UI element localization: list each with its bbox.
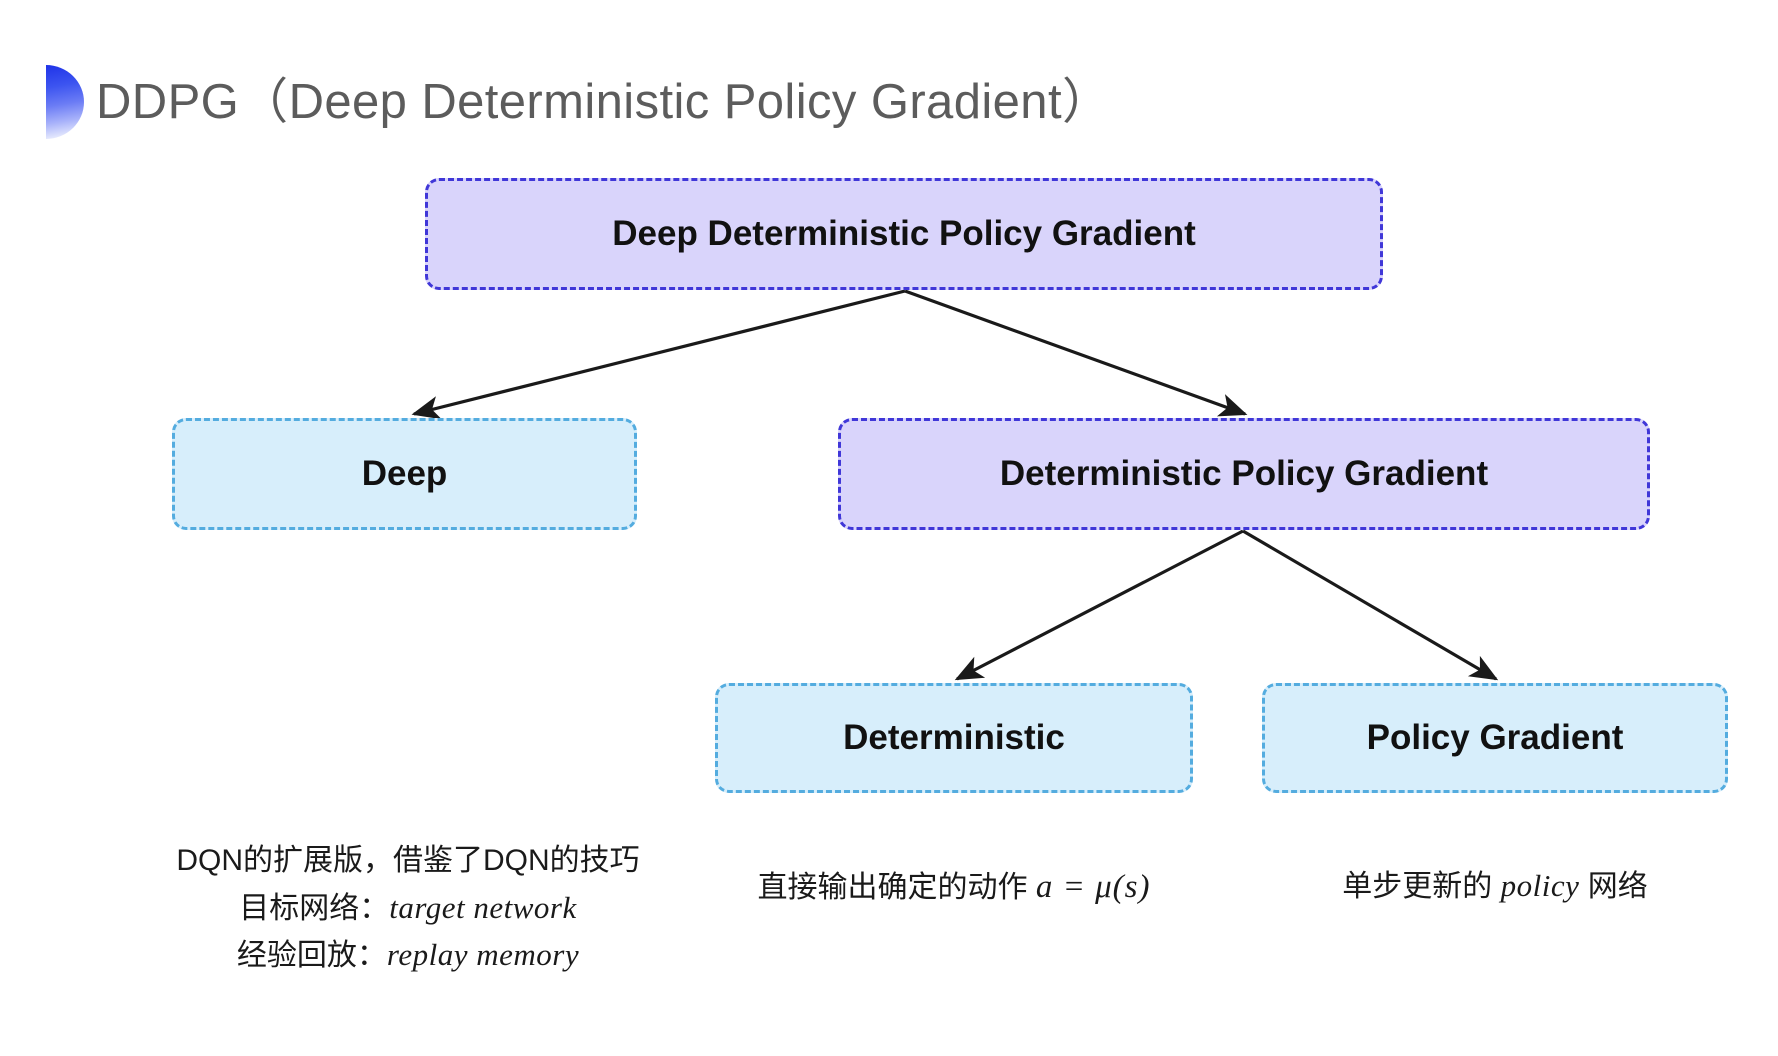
caption-deep-line3-label: 经验回放： (236, 939, 387, 973)
caption-deterministic-formula: a = μ(s) (1035, 869, 1151, 905)
caption-policy-gradient-line1: 单步更新的 (1342, 870, 1493, 903)
gradient-half-circle-icon (46, 65, 84, 139)
slide-title-row: DDPG（Deep Deterministic Policy Gradient） (46, 62, 1111, 142)
caption-deep: DQN的扩展版，借鉴了DQN的技巧 目标网络：target network 经验… (148, 838, 668, 979)
page-margin-bottom (0, 1022, 1778, 1056)
node-deep[interactable]: Deep (172, 418, 637, 530)
caption-deep-line2-term: target network (389, 889, 577, 925)
caption-policy-gradient: 单步更新的 policy 网络 (1262, 862, 1728, 910)
caption-policy-gradient-line2: policy 网络 (1500, 868, 1648, 903)
node-deterministic-policy-gradient[interactable]: Deterministic Policy Gradient (838, 418, 1650, 530)
caption-deterministic: 直接输出确定的动作 a = μ(s) (718, 862, 1190, 912)
caption-deep-line2-label: 目标网络： (239, 891, 390, 925)
caption-deep-line2: 目标网络：target network (148, 884, 668, 932)
caption-deep-line3: 经验回放：replay memory (148, 931, 668, 979)
caption-deep-line1: DQN的扩展版，借鉴了DQN的技巧 (176, 844, 640, 877)
node-policy-gradient[interactable]: Policy Gradient (1262, 683, 1728, 793)
node-deterministic[interactable]: Deterministic (715, 683, 1193, 793)
edge-dpg-to-deterministic (954, 529, 1244, 681)
page-margin-top (0, 0, 1778, 26)
caption-deep-line3-term: replay memory (386, 937, 580, 973)
edge-root-to-dpg (904, 289, 1248, 417)
page-margin-left (0, 0, 30, 1056)
node-deep-deterministic-policy-gradient[interactable]: Deep Deterministic Policy Gradient (425, 178, 1383, 290)
caption-policy-gradient-suffix: 网络 (1579, 870, 1648, 903)
page-margin-right (1748, 0, 1778, 1056)
edge-root-to-deep (411, 289, 906, 420)
caption-deterministic-line1: 直接输出确定的动作 (757, 871, 1028, 904)
edge-dpg-to-policy-gradient (1242, 529, 1499, 681)
page-title: DDPG（Deep Deterministic Policy Gradient） (96, 74, 1112, 129)
caption-policy-gradient-term: policy (1500, 868, 1580, 903)
